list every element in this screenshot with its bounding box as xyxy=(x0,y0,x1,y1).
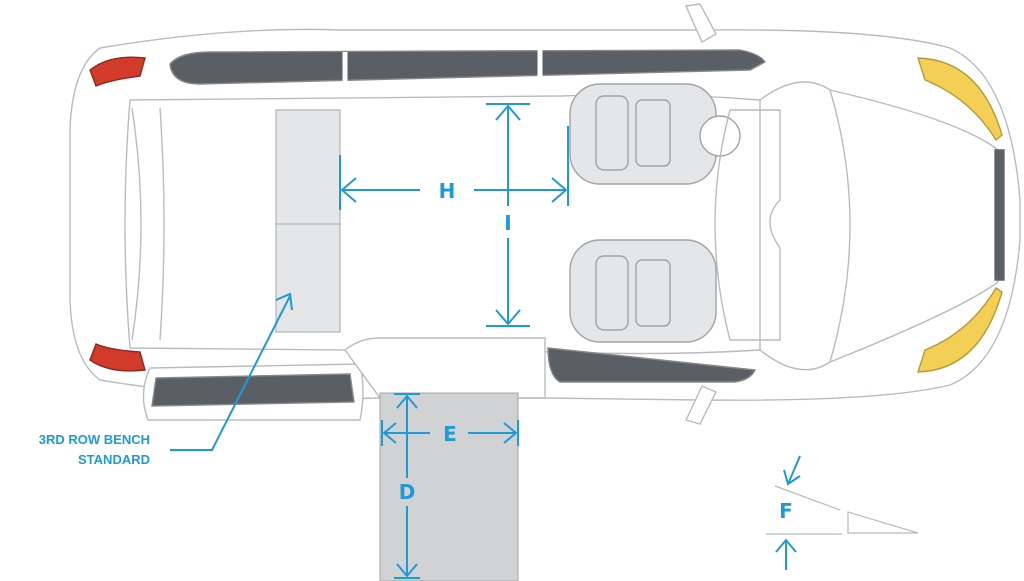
rear-hatch xyxy=(131,107,165,341)
head-light-bottom xyxy=(917,287,1003,373)
dimension-f xyxy=(766,455,919,570)
ramp xyxy=(379,392,519,581)
tail-light-bottom xyxy=(89,343,146,372)
dim-h-label: H xyxy=(439,179,456,203)
windshield xyxy=(759,81,851,371)
bench-callout-leader xyxy=(170,292,293,451)
dim-e-label: E xyxy=(443,422,457,446)
callout-line-1: 3RD ROW BENCH xyxy=(39,432,150,447)
third-row-bench xyxy=(275,109,341,333)
dimension-i xyxy=(486,103,530,327)
dim-f-label: F xyxy=(779,499,793,523)
mirror-top xyxy=(684,3,717,43)
dim-d-label: D xyxy=(399,480,416,504)
driver-seat xyxy=(569,83,741,185)
sliding-door-glass xyxy=(151,373,355,407)
arrow-f-top xyxy=(787,455,801,485)
door-threshold xyxy=(344,337,546,399)
tail-light-top xyxy=(89,56,146,87)
ramp-profile xyxy=(774,485,841,511)
ramp-profile-small xyxy=(847,511,919,534)
callout-line-2: STANDARD xyxy=(78,452,150,467)
mirror-bottom xyxy=(685,385,717,425)
dashboard xyxy=(714,109,781,341)
lower-side-glass xyxy=(547,347,757,383)
head-light-top xyxy=(917,57,1003,142)
vehicle-top-view xyxy=(69,3,1021,425)
upper-glass-divider xyxy=(342,50,543,84)
dimension-h xyxy=(339,126,569,210)
front-grille xyxy=(994,149,1005,281)
upper-side-glass xyxy=(169,49,766,85)
dimension-d xyxy=(394,393,420,579)
passenger-seat xyxy=(569,239,717,343)
dim-i-label: I xyxy=(504,211,511,235)
